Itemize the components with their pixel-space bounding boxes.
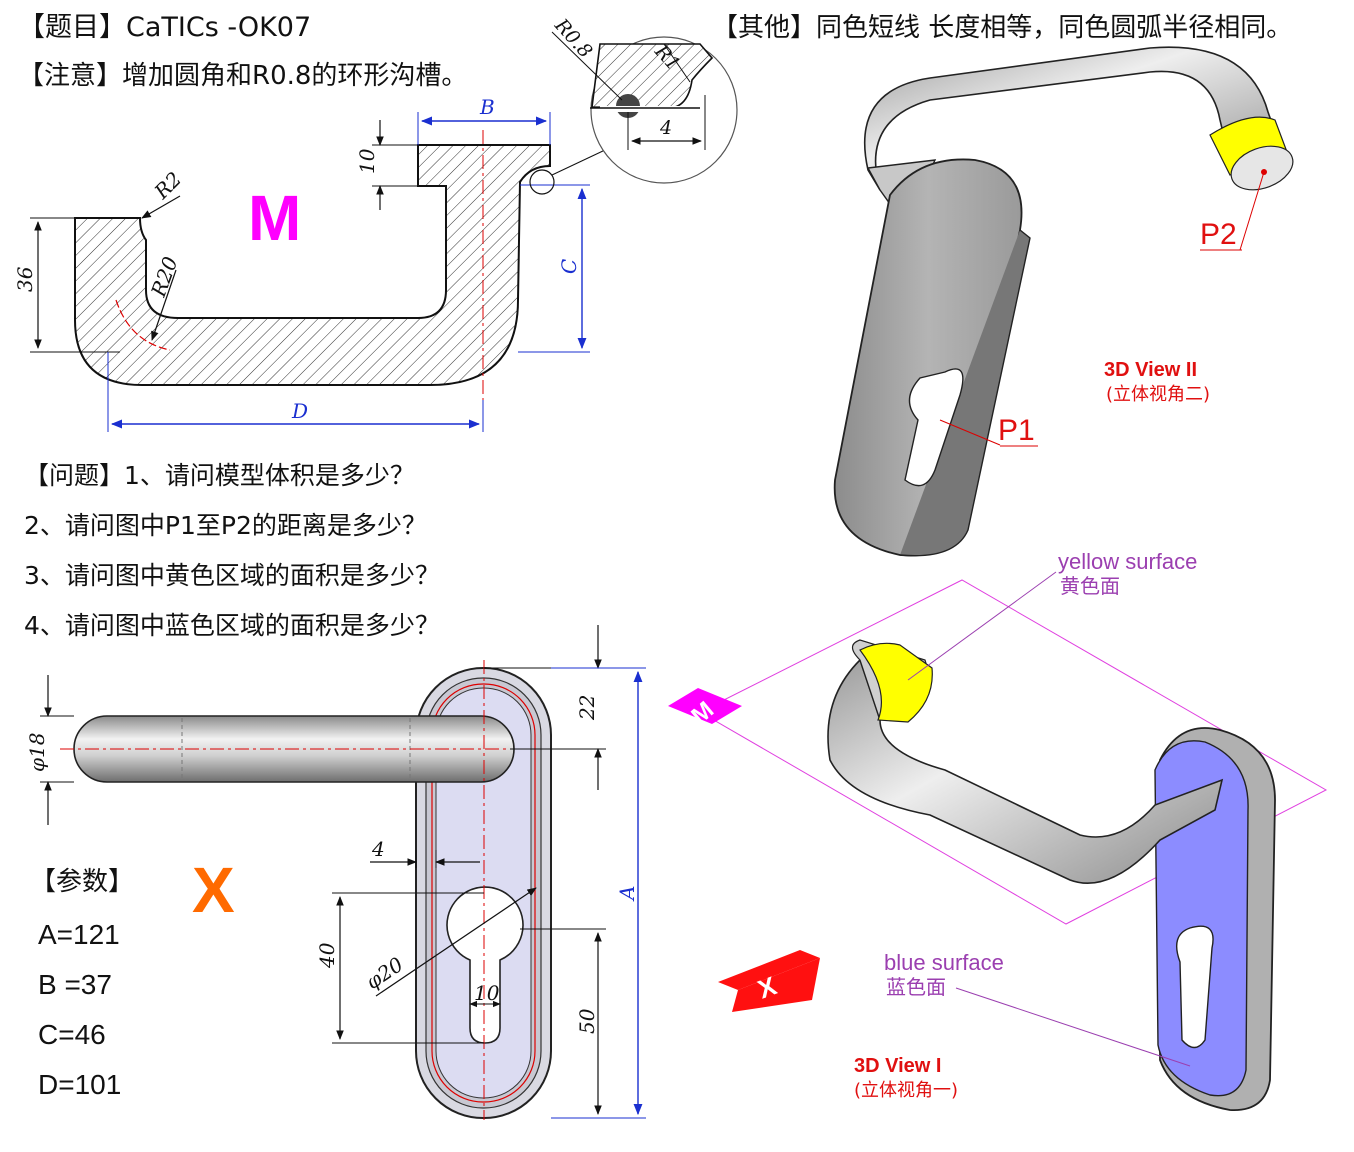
dim-b: B <box>479 95 495 119</box>
question-3: 3、请问图中黄色区域的面积是多少？ <box>24 561 440 590</box>
detail-r08: R0.8 <box>550 14 597 63</box>
view-3d-1: yellow surface 黄色面 blue surface 蓝色面 M X … <box>668 549 1328 1111</box>
param-c: C=46 <box>38 1019 106 1050</box>
note-text: 【注意】增加圆角和R0.8的环形沟槽。 <box>18 61 467 91</box>
dim-c: C <box>557 259 581 274</box>
dim-10-slot: 10 <box>474 981 500 1005</box>
section-profile <box>74 144 551 386</box>
blue-label-zh: 蓝色面 <box>886 975 946 999</box>
page-title: 【题目】CaTICs -OK07 <box>18 12 311 43</box>
keyhole <box>446 886 524 1044</box>
dim-phi20: φ20 <box>361 952 407 994</box>
view-3d-2: P1 P2 3D View II (立体视角二) <box>833 46 1294 557</box>
dim-r2: R2 <box>149 167 186 204</box>
dim-phi18: φ18 <box>25 733 49 772</box>
param-b: B =37 <box>38 969 112 1000</box>
view1-subtitle: (立体视角一) <box>854 1080 958 1101</box>
view2-title: 3D View II <box>1104 359 1197 381</box>
label-p1: P1 <box>998 414 1035 447</box>
dim-a: A <box>615 886 639 902</box>
dim-10: 10 <box>355 148 379 174</box>
detail-callout <box>529 169 555 195</box>
yellow-label-en: yellow surface <box>1058 549 1197 574</box>
question-4: 4、请问图中蓝色区域的面积是多少？ <box>24 611 440 640</box>
param-d: D=101 <box>38 1069 121 1100</box>
handle-3d-2 <box>863 46 1287 191</box>
section-view: 36 R2 R20 10 B C D M <box>13 95 606 432</box>
dim-40: 40 <box>315 942 339 969</box>
dim-r20: R20 <box>146 253 183 300</box>
view1-title: 3D View I <box>854 1055 941 1077</box>
dim-d: D <box>291 399 308 423</box>
dim-4: 4 <box>371 837 385 861</box>
params-title: 【参数】 <box>30 867 134 897</box>
front-view: φ18 22 A 4 40 φ20 10 50 X <box>25 625 646 1120</box>
yellow-face-1 <box>859 642 933 723</box>
param-a: A=121 <box>38 919 120 950</box>
badge-m: M <box>668 688 742 730</box>
detail-view: R0.8 R1 4 <box>550 14 738 184</box>
dim-22: 22 <box>575 695 599 721</box>
view-letter-m: M <box>248 182 301 254</box>
section-plane <box>698 579 1328 925</box>
detail-4: 4 <box>659 117 672 139</box>
blue-label-en: blue surface <box>884 950 1004 975</box>
r20-arc <box>115 299 171 351</box>
view-letter-x: X <box>192 854 235 926</box>
label-p2: P2 <box>1200 218 1237 251</box>
other-text: 【其他】同色短线 长度相等，同色圆弧半径相同。 <box>712 13 1292 43</box>
yellow-label-zh: 黄色面 <box>1060 574 1120 598</box>
dim-36: 36 <box>13 266 37 292</box>
question-2: 2、请问图中P1至P2的距离是多少？ <box>24 511 427 540</box>
badge-x: X <box>718 950 820 1012</box>
question-1: 【问题】1、请问模型体积是多少？ <box>24 461 415 490</box>
dim-50: 50 <box>575 1008 599 1034</box>
view2-subtitle: (立体视角二) <box>1106 384 1210 405</box>
